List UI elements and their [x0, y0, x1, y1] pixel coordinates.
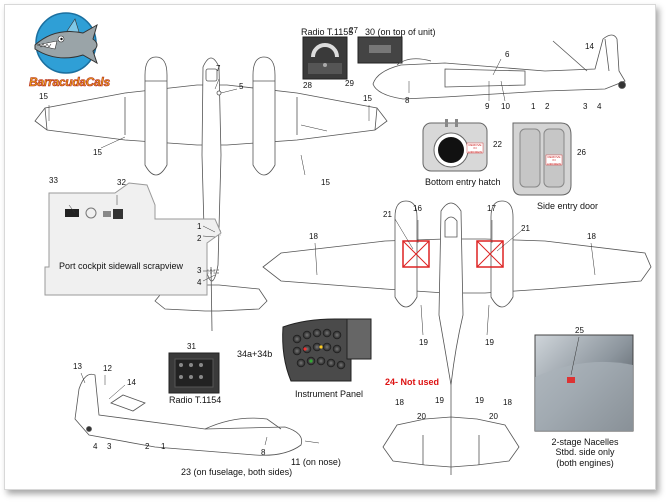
- callout-15-c: 15: [93, 148, 102, 157]
- callout-18-a: 18: [309, 232, 318, 241]
- underside-view-aircraft: [262, 200, 652, 386]
- leader-lines: [48, 58, 596, 446]
- callout-2-c: 2: [145, 442, 150, 451]
- callout-4-a: 4: [197, 278, 202, 287]
- instrument-panel-title: Instrument Panel: [295, 389, 364, 399]
- tailplane-underside: [382, 385, 520, 475]
- callout-16: 16: [413, 204, 422, 213]
- door-stencil: REMOVE IN AIRCREW: [546, 155, 562, 166]
- callout-17: 17: [487, 204, 496, 213]
- callout-7: 7: [216, 64, 221, 73]
- callout-31: 31: [187, 342, 196, 351]
- callout-2-a: 2: [197, 234, 202, 243]
- callout-15-a: 15: [39, 92, 48, 101]
- side-view-lower-aircraft: [74, 373, 303, 456]
- radio-1155-note: 30 (on top of unit): [365, 27, 436, 37]
- barracuda-logo: [34, 12, 98, 74]
- instrument-panel-art: [282, 318, 372, 382]
- callout-1-c: 1: [161, 442, 166, 451]
- aircraft-artwork: [34, 12, 652, 475]
- radio-t1154-art: [168, 352, 220, 394]
- callout-19-d: 19: [475, 396, 484, 405]
- bottom-entry-hatch-art: [422, 119, 488, 172]
- callout-33: 33: [49, 176, 58, 185]
- callout-26: 26: [577, 148, 586, 157]
- hatch-stencil: REMOVE IN AIRCREW: [467, 143, 483, 154]
- nose-note: 11 (on nose): [291, 457, 341, 467]
- callout-2-b: 2: [545, 102, 550, 111]
- callout-29: 29: [345, 79, 354, 88]
- callout-15-b: 15: [363, 94, 372, 103]
- callout-3-c: 3: [107, 442, 112, 451]
- callout-1-b: 1: [531, 102, 536, 111]
- cockpit-scrap-title: Port cockpit sidewall scrapview: [59, 261, 184, 271]
- callout-5: 5: [239, 82, 244, 91]
- callout-32: 32: [117, 178, 126, 187]
- side-view-aircraft: [372, 34, 626, 100]
- callout-25: 25: [575, 326, 584, 335]
- decal-instruction-sheet: BarracudaCals Radio T.1155 30 (on top of…: [4, 4, 656, 490]
- callout-4-c: 4: [93, 442, 98, 451]
- callout-19-a: 19: [419, 338, 428, 347]
- nacelle-photo: [534, 334, 634, 432]
- logo-text: BarracudaCals: [29, 75, 111, 90]
- instrument-code: 34a+34b: [237, 349, 273, 359]
- callout-18-c: 18: [395, 398, 404, 407]
- callout-18-b: 18: [587, 232, 596, 241]
- callout-22: 22: [493, 140, 502, 149]
- side-door-title: Side entry door: [537, 201, 599, 211]
- nacelle-note: 2-stage Nacelles Stbd. side only (both e…: [551, 437, 619, 468]
- fuselage-note: 23 (on fuselage, both sides): [181, 467, 293, 477]
- callout-14-b: 14: [127, 378, 136, 387]
- callout-1-a: 1: [197, 222, 202, 231]
- callout-8-b: 8: [261, 448, 266, 457]
- callout-10: 10: [501, 102, 510, 111]
- callout-13: 13: [73, 362, 82, 371]
- not-used-note: 24- Not used: [385, 377, 440, 387]
- callout-12: 12: [103, 364, 112, 373]
- radio-t1155-art: [302, 36, 403, 80]
- callout-8-a: 8: [405, 96, 410, 105]
- callout-6: 6: [505, 50, 510, 59]
- callout-15-d: 15: [321, 178, 330, 187]
- callout-19-c: 19: [435, 396, 444, 405]
- callout-3-b: 3: [583, 102, 588, 111]
- side-entry-door-art: [512, 122, 572, 196]
- callout-4-b: 4: [597, 102, 602, 111]
- callout-21-a: 21: [383, 210, 392, 219]
- callout-21-b: 21: [521, 224, 530, 233]
- callout-19-b: 19: [485, 338, 494, 347]
- callout-14-a: 14: [585, 42, 594, 51]
- callout-9: 9: [485, 102, 490, 111]
- bottom-hatch-title: Bottom entry hatch: [425, 177, 501, 187]
- radio-1155-title: Radio T.1155: [301, 27, 354, 37]
- callout-27: 27: [349, 26, 358, 35]
- cockpit-scrapview-art: [44, 182, 222, 296]
- callout-28: 28: [303, 81, 312, 90]
- callout-20-a: 20: [417, 412, 426, 421]
- radio-1154-title: Radio T.1154: [169, 395, 222, 405]
- callout-3-a: 3: [197, 266, 202, 275]
- callout-18-d: 18: [503, 398, 512, 407]
- callout-20-b: 20: [489, 412, 498, 421]
